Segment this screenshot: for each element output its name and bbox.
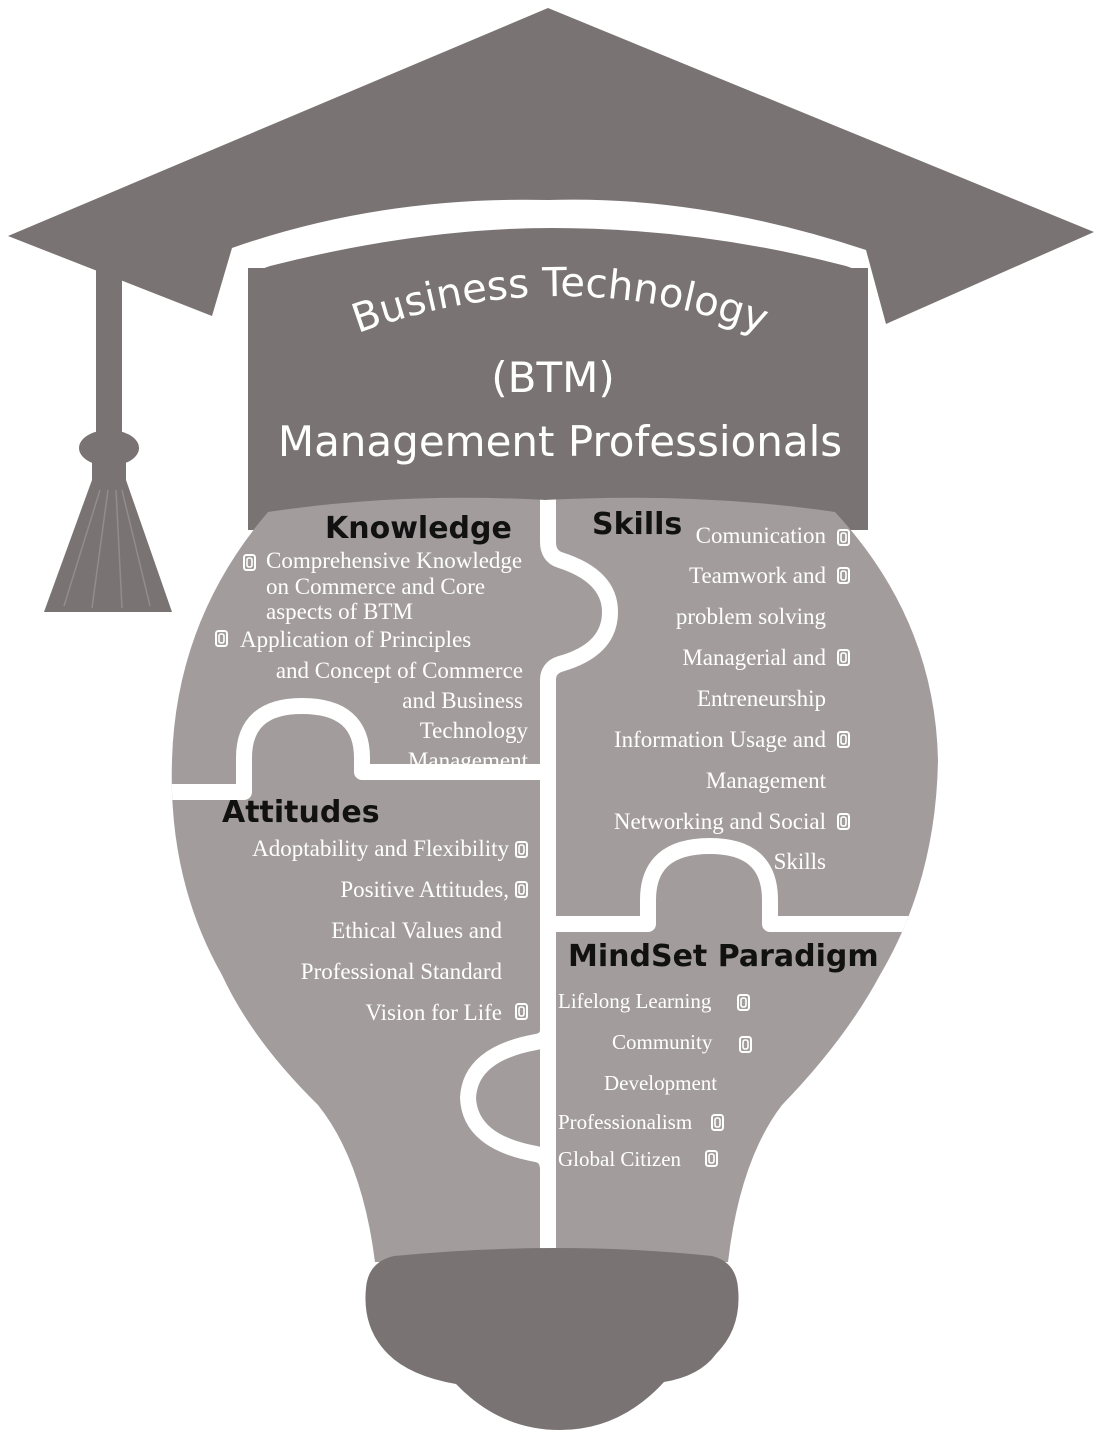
bulb-base: [365, 1248, 739, 1430]
mindset-item-1: Lifelong Learning: [558, 989, 712, 1013]
skills-item-2-line-1: Teamwork and: [689, 563, 826, 588]
heading-mindset: MindSet Paradigm: [568, 939, 879, 974]
heading-skills: Skills: [592, 507, 682, 542]
skills-item-4-line-2: Management: [706, 768, 827, 793]
heading-attitudes: Attitudes: [222, 795, 380, 830]
title-line-2: (BTM): [491, 353, 614, 402]
graduation-cap-icon: [8, 8, 1094, 530]
cap-board: [8, 8, 1094, 324]
skills-item-3-line-1: Managerial and: [682, 645, 826, 670]
mindset-item-3: Professionalism: [558, 1110, 692, 1134]
knowledge-item-2-line-4: Technology: [420, 718, 529, 743]
tassel-icon: [44, 270, 172, 612]
mindset-items: Lifelong Learning Community Development …: [558, 989, 752, 1171]
attitudes-item-2-line-2: Ethical Values and: [331, 918, 502, 943]
skills-item-5-line-1: Networking and Social: [614, 809, 826, 834]
knowledge-item-1-line-2: on Commerce and Core: [266, 574, 485, 599]
skills-item-2-line-2: problem solving: [676, 604, 827, 629]
mindset-item-4: Global Citizen: [558, 1147, 682, 1171]
skills-items: Comunication Teamwork and problem solvin…: [614, 523, 850, 874]
knowledge-item-1-line-3: aspects of BTM: [266, 599, 413, 624]
knowledge-item-1-line-1: Comprehensive Knowledge: [266, 548, 522, 573]
title-line-3: Management Professionals: [278, 417, 842, 466]
attitudes-item-2-line-3: Professional Standard: [301, 959, 503, 984]
skills-item-3-line-2: Entreneurship: [697, 686, 826, 711]
knowledge-item-2-line-5: Management: [408, 748, 529, 773]
knowledge-item-2-line-2: and Concept of Commerce: [276, 658, 523, 683]
cap-band: [248, 268, 868, 530]
attitudes-item-3: Vision for Life: [365, 1000, 502, 1025]
mindset-item-2-line-1: Community: [612, 1030, 713, 1054]
attitudes-item-2-line-1: Positive Attitudes,: [340, 877, 509, 902]
heading-knowledge: Knowledge: [325, 511, 512, 546]
skills-item-4-line-1: Information Usage and: [614, 727, 827, 752]
attitudes-items: Adoptability and Flexibility Positive At…: [252, 836, 528, 1025]
cap-band-top: [248, 228, 868, 290]
knowledge-items: Comprehensive Knowledge on Commerce and …: [215, 548, 529, 773]
skills-item-5-line-2: Skills: [774, 849, 826, 874]
mindset-item-2-line-2: Development: [604, 1071, 717, 1095]
skills-item-1: Comunication: [696, 523, 827, 548]
attitudes-item-1: Adoptability and Flexibility: [252, 836, 509, 861]
knowledge-item-2-line-3: and Business: [402, 688, 523, 713]
knowledge-item-2-line-1: Application of Principles: [240, 627, 471, 652]
